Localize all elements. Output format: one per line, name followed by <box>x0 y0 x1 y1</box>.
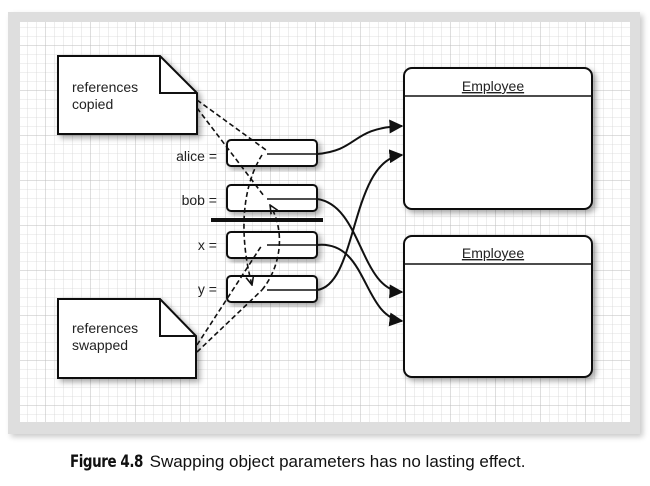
employee-object-bottom: Employee <box>403 235 593 378</box>
reference-box-y <box>226 275 318 303</box>
employee-bottom-class-name: Employee <box>462 245 524 261</box>
reference-arrows <box>316 119 404 327</box>
employee-object-top: Employee <box>403 67 593 210</box>
copied-pointer-lines <box>196 99 267 197</box>
note-copied-line2: copied <box>72 96 113 112</box>
bob-to-bottom-arrow <box>316 198 404 299</box>
object-swap-diagram: references copied references swapped ali… <box>8 12 640 434</box>
swapped-pointer-lines <box>196 244 263 353</box>
x-to-bottom-arrow <box>316 243 404 327</box>
reference-box-bob <box>226 184 318 212</box>
figure-caption-text: Swapping object parameters has no lastin… <box>149 452 526 471</box>
reference-box-alice <box>226 139 318 167</box>
note-references-copied: references copied <box>57 55 198 135</box>
note-references-swapped: references swapped <box>57 298 197 379</box>
var-label-x: x = <box>198 237 217 253</box>
reference-box-x <box>226 231 318 259</box>
note-swapped-line1: references <box>72 320 138 336</box>
y-to-top-arrow <box>316 149 404 291</box>
figure-caption: Figure 4.8 Swapping object parameters ha… <box>70 452 525 472</box>
var-label-y: y = <box>198 281 217 297</box>
swap-arrows <box>243 154 281 291</box>
alice-to-top-arrow <box>316 119 404 155</box>
note-copied-line1: references <box>72 79 138 95</box>
note-swapped-line2: swapped <box>72 337 128 353</box>
figure-label: Figure 4.8 <box>70 452 143 472</box>
var-label-bob: bob = <box>182 192 217 208</box>
employee-top-class-name: Employee <box>462 78 524 94</box>
var-label-alice: alice = <box>176 148 217 164</box>
